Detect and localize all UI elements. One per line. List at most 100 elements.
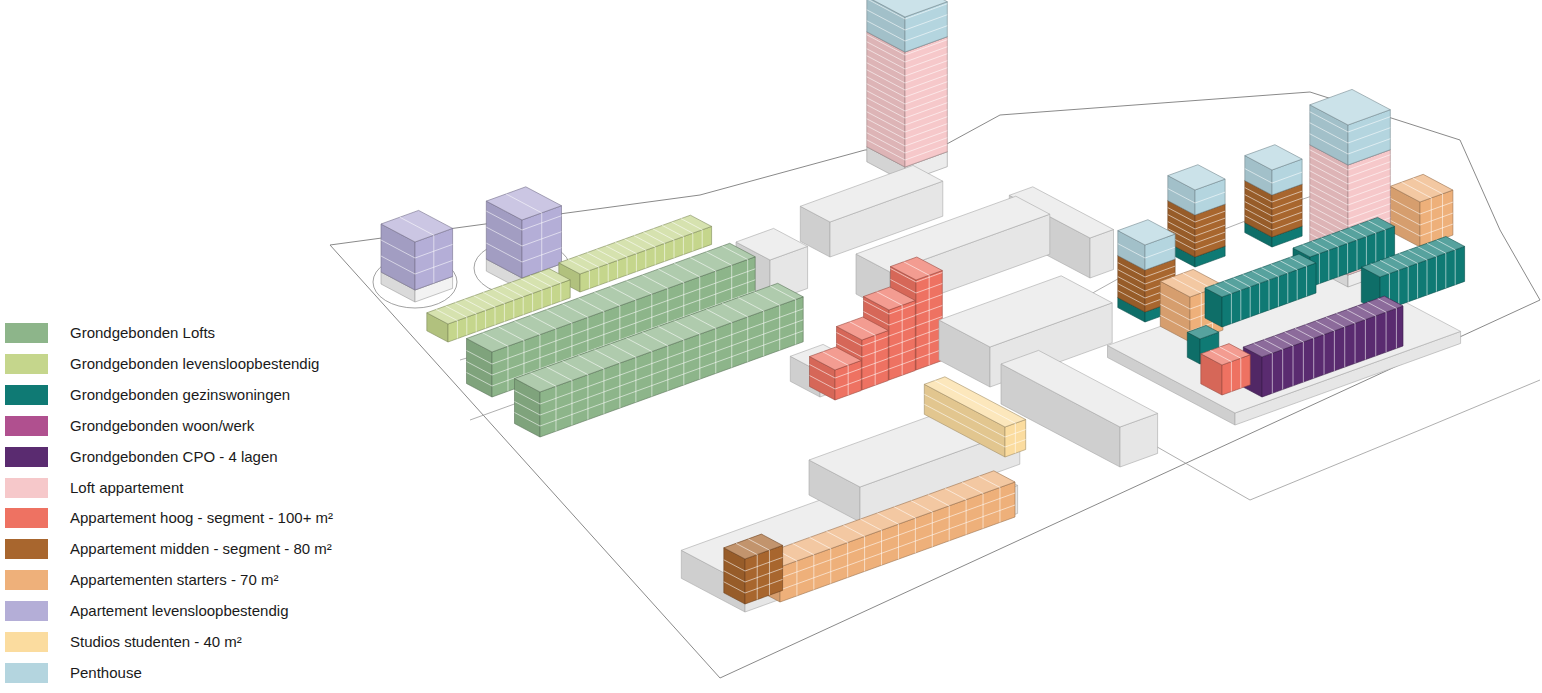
floor-line bbox=[515, 413, 541, 427]
unit-line bbox=[928, 495, 949, 506]
floor-line bbox=[1168, 215, 1195, 229]
unit-line bbox=[1357, 306, 1376, 316]
unit-line bbox=[1371, 264, 1390, 274]
unit-line bbox=[962, 482, 983, 493]
unit-line bbox=[530, 315, 556, 329]
unit-line bbox=[747, 317, 748, 362]
building-front bbox=[916, 271, 942, 371]
floor-line bbox=[905, 75, 947, 90]
unit-line bbox=[1427, 260, 1428, 295]
unit-line bbox=[1261, 268, 1278, 277]
unit-line bbox=[1390, 257, 1409, 267]
building-roof bbox=[1243, 296, 1403, 357]
floor-line bbox=[1420, 202, 1453, 214]
unit-line bbox=[1445, 253, 1446, 288]
floor-line bbox=[1348, 117, 1390, 132]
unit-line bbox=[626, 281, 652, 295]
unit-line bbox=[594, 350, 620, 364]
unit-line bbox=[1437, 240, 1456, 250]
unit-line bbox=[848, 365, 849, 395]
unit-line bbox=[1282, 350, 1283, 390]
building-roof bbox=[1245, 145, 1302, 170]
unit-line bbox=[860, 519, 881, 530]
floor-line bbox=[905, 68, 947, 83]
unit-line bbox=[1250, 287, 1251, 317]
legend-label: Grondgebonden CPO - 4 lagen bbox=[70, 448, 278, 466]
unit-line bbox=[1319, 254, 1320, 284]
unit-line bbox=[1338, 247, 1339, 277]
unit-line bbox=[1321, 238, 1338, 247]
road-line bbox=[1110, 380, 1540, 500]
unit-line bbox=[1331, 234, 1348, 243]
legend-label: Grondgebonden gezinswoningen bbox=[70, 386, 290, 404]
unit-line bbox=[692, 233, 693, 251]
unit-line bbox=[715, 328, 716, 373]
floor-line bbox=[905, 4, 947, 19]
floor-line bbox=[1168, 189, 1195, 203]
legend-swatch bbox=[5, 478, 48, 498]
unit-line bbox=[466, 317, 467, 335]
unit-line bbox=[1252, 271, 1269, 280]
unit-line bbox=[474, 296, 495, 307]
unit-line bbox=[617, 260, 618, 278]
building-roof bbox=[810, 347, 862, 370]
floor-line bbox=[1118, 277, 1145, 291]
unit-line bbox=[513, 300, 514, 318]
floor-line bbox=[864, 301, 890, 315]
floor-line bbox=[905, 96, 947, 111]
unit-line bbox=[1210, 350, 1231, 361]
unit-line bbox=[1324, 335, 1325, 375]
unit-line bbox=[1306, 266, 1307, 296]
unit-line bbox=[562, 304, 588, 318]
unit-line bbox=[555, 386, 556, 431]
unit-line bbox=[541, 213, 542, 271]
floor-line bbox=[1348, 190, 1390, 205]
floor-line bbox=[905, 131, 947, 146]
unit-line bbox=[651, 352, 652, 397]
unit-line bbox=[1417, 263, 1418, 298]
unit-line bbox=[578, 256, 599, 267]
unit-line bbox=[619, 363, 620, 408]
unit-line bbox=[658, 269, 684, 283]
legend-label: Loft appartement bbox=[70, 479, 183, 497]
unit-line bbox=[603, 369, 604, 414]
floor-line bbox=[1118, 284, 1145, 298]
unit-line bbox=[608, 264, 609, 282]
floor-line bbox=[1348, 204, 1390, 219]
unit-line bbox=[521, 279, 542, 290]
unit-line bbox=[457, 321, 458, 339]
unit-line bbox=[498, 327, 524, 341]
unit-line bbox=[830, 549, 831, 584]
legend-label: Penthouse bbox=[70, 664, 142, 682]
floor-line bbox=[1348, 162, 1390, 177]
unit-line bbox=[796, 561, 797, 596]
floor-line bbox=[891, 269, 917, 283]
unit-line bbox=[655, 247, 656, 265]
floor-line bbox=[745, 579, 783, 593]
floor-line bbox=[1348, 169, 1390, 184]
unit-line bbox=[1349, 228, 1366, 237]
unit-line bbox=[464, 299, 485, 310]
floor-line bbox=[1390, 198, 1420, 214]
unit-line bbox=[1380, 260, 1399, 270]
unit-line bbox=[1378, 298, 1397, 308]
unit-line bbox=[881, 530, 882, 565]
legend-swatch bbox=[5, 508, 48, 528]
unit-line bbox=[722, 246, 748, 259]
unit-line bbox=[589, 271, 590, 289]
unit-line bbox=[1243, 274, 1260, 283]
unit-line bbox=[706, 252, 732, 265]
building-roof bbox=[724, 534, 783, 559]
unit-line bbox=[1240, 290, 1241, 320]
unit-line bbox=[1287, 273, 1288, 303]
building-roof bbox=[864, 287, 916, 310]
unit-line bbox=[1399, 254, 1418, 264]
unit-line bbox=[847, 543, 848, 578]
unit-line bbox=[653, 229, 674, 240]
unit-line bbox=[1408, 250, 1427, 260]
legend-label: Grondgebonden levensloopbestendig bbox=[70, 355, 319, 373]
unit-line bbox=[929, 275, 930, 365]
floor-line bbox=[780, 505, 1015, 590]
legend-label: Grondgebonden Lofts bbox=[70, 324, 215, 342]
unit-line bbox=[1015, 423, 1016, 453]
